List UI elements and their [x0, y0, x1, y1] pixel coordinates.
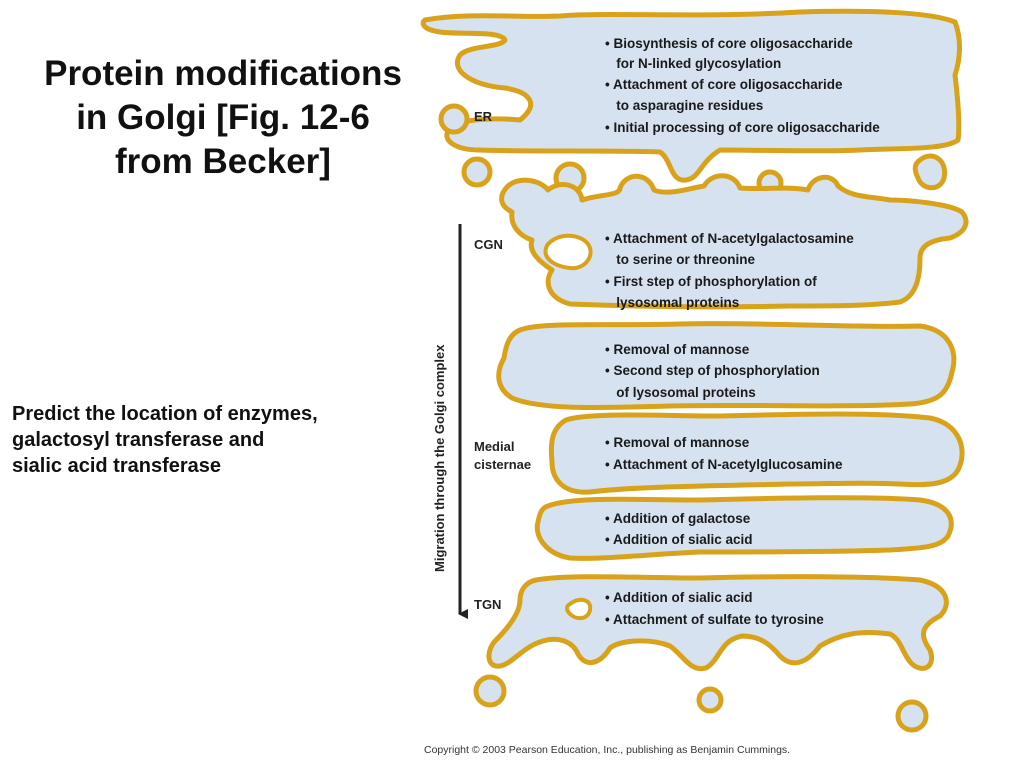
tgn-bullets: • Addition of sialic acid • Attachment o…	[605, 590, 824, 627]
medial-label-line2: cisternae	[474, 457, 531, 472]
cgn-bullet-2: to serine or threonine	[605, 252, 756, 267]
medial-label-line1: Medial	[474, 439, 514, 454]
tgn-inner-lumen	[565, 597, 593, 621]
cis-bullet-2: • Second step of phosphorylation	[605, 363, 820, 378]
slide-title: Protein modifications in Golgi [Fig. 12-…	[8, 52, 438, 184]
tgn-label: TGN	[474, 597, 501, 612]
er-bullet-1: • Biosynthesis of core oligosaccharide	[605, 36, 853, 51]
cgn-bullet-4: lysosomal proteins	[605, 295, 739, 310]
tgn-vesicle-right	[895, 699, 929, 733]
question-line-1: Predict the location of enzymes,	[12, 403, 318, 425]
er-bullets: • Biosynthesis of core oligosaccharide f…	[605, 36, 880, 135]
er-vesicle	[912, 153, 948, 191]
cgn-label: CGN	[474, 237, 503, 252]
cgn-bullets: • Attachment of N-acetylgalactosamine to…	[605, 231, 854, 310]
er-bullet-5: • Initial processing of core oligosaccha…	[605, 120, 880, 135]
cgn-bullet-3: • First step of phosphorylation of	[605, 274, 817, 289]
trans-bullet-1: • Addition of galactose	[605, 511, 751, 526]
cis-membrane	[496, 321, 957, 411]
er-vesicle-left	[461, 156, 493, 188]
trans-bullet-2: • Addition of sialic acid	[605, 532, 753, 547]
trans-membrane	[534, 495, 954, 561]
medial-bullet-2: • Attachment of N-acetylglucosamine	[605, 457, 843, 472]
cis-bullets: • Removal of mannose • Second step of ph…	[605, 342, 820, 400]
tgn-vesicle-mid	[696, 686, 724, 714]
tgn-bullet-1: • Addition of sialic acid	[605, 590, 753, 605]
er-label: ER	[474, 109, 493, 124]
er-membrane	[420, 8, 962, 183]
title-line-3: from Becker]	[115, 142, 331, 181]
er-bullet-4: to asparagine residues	[605, 98, 763, 113]
medial-bullet-1: • Removal of mannose	[605, 435, 750, 450]
membrane-shapes	[420, 8, 969, 733]
tgn-bullet-2: • Attachment of sulfate to tyrosine	[605, 612, 824, 627]
medial-bullets: • Removal of mannose • Attachment of N-a…	[605, 435, 843, 472]
er-bullet-3: • Attachment of core oligosaccharide	[605, 77, 843, 92]
question-text: Predict the location of enzymes, galacto…	[12, 401, 422, 479]
title-line-1: Protein modifications	[44, 54, 402, 93]
title-line-2: in Golgi [Fig. 12-6	[76, 98, 370, 137]
cgn-inner-lumen	[543, 233, 593, 271]
medial-membrane	[548, 411, 965, 495]
tgn-membrane	[486, 574, 949, 672]
tgn-vesicle-left	[473, 674, 507, 708]
copyright-notice: Copyright © 2003 Pearson Education, Inc.…	[424, 744, 791, 756]
question-line-3: sialic acid transferase	[12, 455, 222, 477]
cis-bullet-1: • Removal of mannose	[605, 342, 750, 357]
cis-bullet-3: of lysosomal proteins	[605, 385, 756, 400]
cgn-membrane	[499, 173, 969, 310]
migration-axis-label: Migration through the Golgi complex	[432, 344, 447, 572]
er-bullet-2: for N-linked glycosylation	[605, 56, 781, 71]
trans-bullets: • Addition of galactose • Addition of si…	[605, 511, 753, 547]
er-small-vesicle	[438, 103, 470, 135]
question-line-2: galactosyl transferase and	[12, 429, 265, 451]
cgn-bullet-1: • Attachment of N-acetylgalactosamine	[605, 231, 854, 246]
